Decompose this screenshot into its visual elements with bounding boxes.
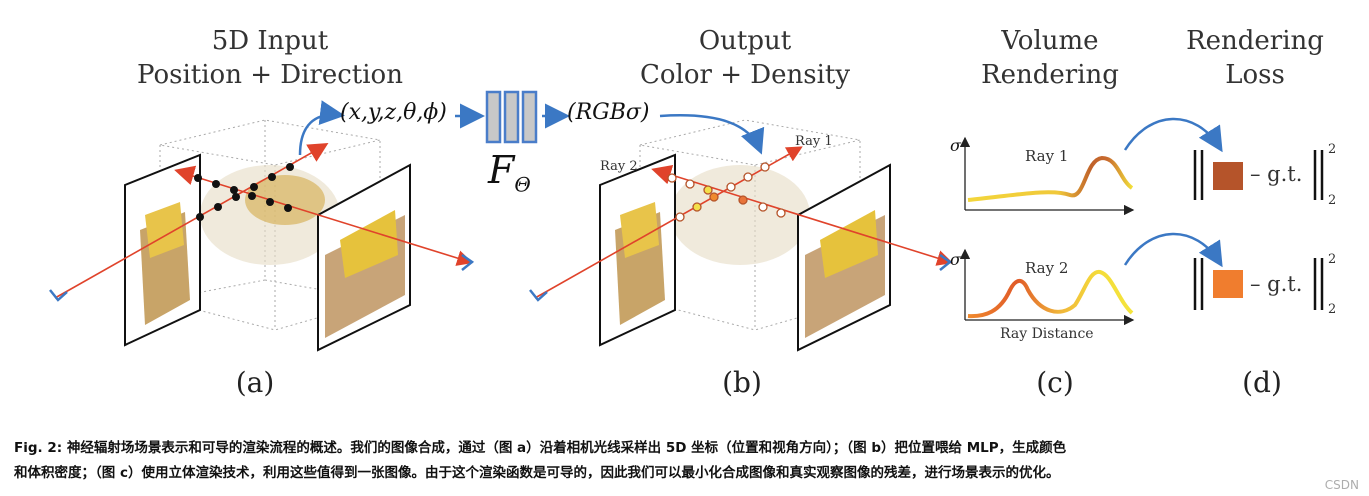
ray2-plot-title: Ray 2 [1025,259,1069,277]
norm-sub-1: 2 [1328,193,1337,208]
network-symbol: FΘ [488,148,531,197]
rendering-loss-title: Rendering Loss [1170,24,1340,92]
mlp-network-icon [485,90,538,144]
panel-b-scene [529,114,954,352]
ray1-plot-title: Ray 1 [1025,147,1069,165]
figure-caption: Fig. 2: 神经辐射场场景表示和可导的渲染流程的概述。我们的图像合成，通过（… [14,436,1359,486]
volume-title-line1: Volume [1001,26,1099,56]
loss-title-line1: Rendering [1186,26,1324,56]
caption-line2: 和体积密度；（图 c）使用立体渲染技术，利用这些值得到一张图像。由于这个渲染函数… [14,465,1060,481]
sigma-label-1: σ [950,136,961,155]
loss-arrow-ray1 [1123,117,1223,153]
volume-rendering-title: Volume Rendering [960,24,1140,92]
ray-distance-label: Ray Distance [1000,326,1094,342]
loss-title-line2: Loss [1225,60,1285,90]
norm-exp-1: 2 [1328,142,1337,157]
norm-exp-2: 2 [1328,252,1337,267]
loss-arrow-ray2 [1123,232,1223,268]
nerf-diagram [49,90,1324,352]
output-title-line1: Output [698,26,792,56]
output-tuple: (RGBσ) [567,100,650,125]
caption-line1: Fig. 2: 神经辐射场场景表示和可导的渲染流程的概述。我们的图像合成，通过（… [14,440,1067,456]
network-subscript: Θ [514,172,531,197]
input-title-line1: 5D Input [211,26,329,56]
input-title: 5D Input Position + Direction [120,24,420,92]
watermark: CSDN [1324,478,1359,492]
ray1-label-b: Ray 1 [795,134,833,149]
norm-sub-2: 2 [1328,302,1337,317]
network-symbol-f: F [488,148,515,192]
volume-title-line2: Rendering [981,60,1119,90]
gt-text-2: – g.t. [1250,272,1303,296]
ray2-density-curve [967,269,1134,319]
panel-label-c: (c) [1036,366,1074,399]
sigma-label-2: σ [950,250,961,269]
ray1-color-swatch [1213,162,1243,190]
ray1-density-curve [967,155,1134,202]
input-title-line2: Position + Direction [137,60,403,90]
ray2-density-plot [959,248,1135,326]
input-tuple: (x,y,z,θ,ϕ) [340,100,447,125]
panel-label-d: (d) [1242,366,1282,399]
panel-a-scene [49,100,475,352]
ray2-label-b: Ray 2 [600,159,638,174]
loss-norm-bars [1193,150,1324,310]
panel-label-b: (b) [722,366,762,399]
ray2-color-swatch [1213,270,1243,298]
panel-label-a: (a) [235,366,275,399]
output-title-line2: Color + Density [639,60,851,90]
ray1-density-plot [959,136,1135,216]
gt-text-1: – g.t. [1250,162,1303,186]
output-title: Output Color + Density [600,24,890,92]
